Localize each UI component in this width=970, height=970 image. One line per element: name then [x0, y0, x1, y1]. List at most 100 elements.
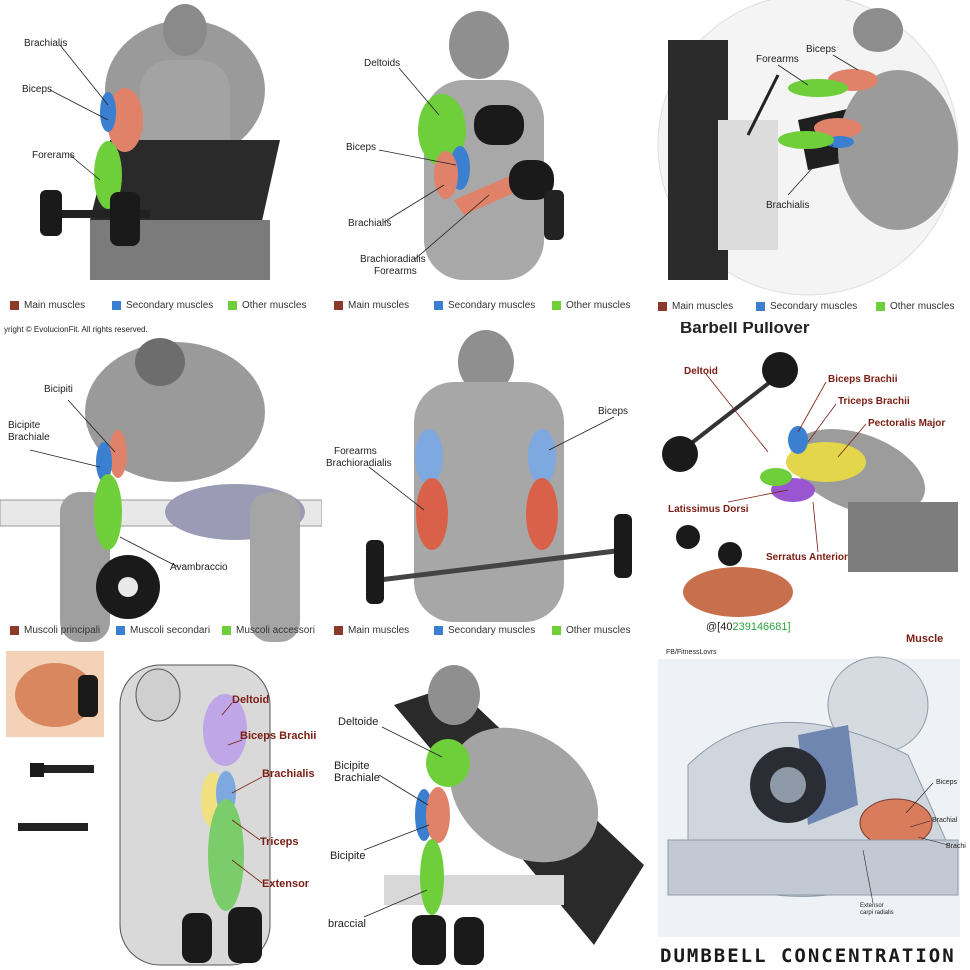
legend-other-text: Other muscles — [566, 300, 631, 311]
label-brachioradialis: Brachioradialis — [360, 254, 426, 265]
legend-main-text: Main muscles — [24, 300, 86, 311]
swatch-other — [228, 301, 237, 310]
legend-main: Main muscles — [334, 625, 409, 636]
legend-main: Main muscles — [10, 300, 85, 311]
cable-curl-illustration — [657, 0, 959, 296]
label-avambraccio: Avambraccio — [170, 562, 228, 573]
legend-secondary-text: Secondary muscles — [126, 300, 214, 311]
social-handle-prefix: @[40 — [706, 621, 733, 633]
swatch-main — [10, 626, 19, 635]
label-serratus-anterior: Serratus Anterior — [766, 552, 848, 563]
label-brachi: Brachi — [946, 843, 966, 850]
incline-curl-illustration — [363, 665, 644, 965]
legend-other-text: Other muscles — [890, 301, 955, 312]
swatch-secondary — [434, 301, 443, 310]
legend-other-text: Other muscles — [242, 300, 307, 311]
legend: Main muscles Secondary muscles Other mus… — [324, 300, 646, 316]
swatch-other — [552, 626, 561, 635]
swatch-other — [222, 626, 231, 635]
swatch-main — [334, 626, 343, 635]
social-handle-number: 239146681] — [732, 621, 791, 633]
label-forearms: Forearms — [756, 54, 799, 65]
legend-secondary-text: Muscoli secondari — [130, 625, 211, 636]
panel-title: DUMBBELL CONCENTRATION CURL — [660, 945, 970, 967]
panel-dumbbell-concentration-curl: FB/FitnessLovrs Biceps Brachial Brachi E… — [648, 645, 970, 970]
legend-secondary: Muscoli secondari — [116, 625, 210, 636]
label-brachiale: Brachiale — [8, 432, 50, 443]
label-deltoid: Deltoid — [232, 694, 270, 706]
legend-secondary: Secondary muscles — [434, 625, 535, 636]
legend-main: Main muscles — [334, 300, 409, 311]
panel-preacher-curl: Brachialis Biceps Forerams Main muscles … — [0, 0, 322, 320]
legend-secondary-text: Secondary muscles — [448, 625, 536, 636]
label-biceps: Biceps — [936, 779, 958, 786]
swatch-main — [658, 302, 667, 311]
label-biceps: Biceps — [598, 406, 629, 417]
copyright-text: yright © EvolucionFit. All rights reserv… — [4, 325, 148, 334]
credit-text: FB/FitnessLovrs — [666, 649, 717, 656]
label-forearms: Forearms — [374, 266, 417, 277]
label-brachialis: Brachialis — [348, 218, 392, 229]
label-bicipiti: Bicipiti — [44, 384, 73, 395]
legend-main-text: Main muscles — [348, 300, 410, 311]
label-biceps: Biceps — [22, 84, 53, 95]
legend-main-text: Main muscles — [348, 625, 410, 636]
legend-other-text: Other muscles — [566, 625, 631, 636]
pullover-illustration — [662, 352, 958, 617]
legend: Main muscles Secondary muscles Other mus… — [324, 625, 646, 641]
swatch-main — [334, 301, 343, 310]
label-brachialis: Brachialis — [766, 200, 810, 211]
label-brachioradialis: Brachioradialis — [326, 458, 392, 469]
label-brachiale: Brachiale — [334, 772, 380, 784]
label-biceps-brachii: Biceps Brachii — [828, 374, 898, 385]
panel-barbell-pullover: Barbell Pullover Deltoid Biceps Brachii … — [648, 322, 970, 642]
panel-standing-dumbbell-curl: Deltoids Biceps Brachialis Brachioradial… — [324, 0, 646, 320]
legend-other-text: Muscoli accessori — [236, 625, 315, 636]
legend-main: Main muscles — [658, 301, 733, 312]
preacher-curl-illustration — [40, 4, 280, 280]
panel-barbell-curl: Biceps Forearms Brachioradialis Main mus… — [324, 322, 646, 642]
label-deltoids: Deltoids — [364, 58, 401, 69]
legend-secondary: Secondary muscles — [112, 300, 213, 311]
label-forearms: Forearms — [334, 446, 377, 457]
label-extensor: Extensor — [262, 878, 310, 890]
panel-cable-curl: Biceps Forearms Brachialis Main muscles … — [648, 0, 970, 320]
label-triceps: Triceps — [260, 836, 299, 848]
label-bicipite: Bicipite — [334, 760, 370, 772]
label-biceps: Biceps — [806, 44, 837, 55]
swatch-main — [10, 301, 19, 310]
concentration-curl-illustration — [658, 656, 960, 937]
panel-incline-curl: Deltoide Bicipite Brachiale Bicipite bra… — [324, 645, 646, 970]
dumbbell-curl-illustration — [378, 11, 564, 280]
legend: Muscoli principali Muscoli secondari Mus… — [0, 625, 322, 641]
legend-main-text: Muscoli principali — [24, 625, 101, 636]
legend: Main muscles Secondary muscles Other mus… — [648, 301, 970, 317]
label-brachialis: braccial — [328, 918, 366, 930]
social-handle: @[40239146681] — [706, 622, 791, 633]
label-pectoralis-major: Pectoralis Major — [868, 418, 946, 429]
legend-secondary-text: Secondary muscles — [448, 300, 536, 311]
swatch-secondary — [112, 301, 121, 310]
panel-seated-concentration-curl: yright © EvolucionFit. All rights reserv… — [0, 322, 322, 642]
swatch-secondary — [116, 626, 125, 635]
legend-other: Other muscles — [552, 625, 630, 636]
label-bicipite: Bicipite — [8, 420, 41, 431]
legend-other: Other muscles — [228, 300, 306, 311]
legend-other: Other muscles — [876, 301, 954, 312]
label-extensor: Extensor — [860, 903, 884, 909]
swatch-secondary — [434, 626, 443, 635]
barbell-curl-illustration — [366, 330, 632, 622]
panel-title: Barbell Pullover — [680, 322, 810, 337]
legend-main-text: Main muscles — [672, 301, 734, 312]
label-latissimus-dorsi: Latissimus Dorsi — [668, 504, 749, 515]
legend-secondary: Secondary muscles — [756, 301, 857, 312]
legend-other: Other muscles — [552, 300, 630, 311]
legend-other: Muscoli accessori — [222, 625, 315, 636]
seated-curl-illustration — [0, 338, 322, 642]
panel-dumbbell-anatomy: Deltoid Biceps Brachii Brachialis Tricep… — [0, 645, 322, 970]
label-carpi-radialis: carpi radialis — [860, 910, 894, 916]
legend-secondary: Secondary muscles — [434, 300, 535, 311]
swatch-secondary — [756, 302, 765, 311]
label-deltoide: Deltoide — [338, 716, 379, 728]
